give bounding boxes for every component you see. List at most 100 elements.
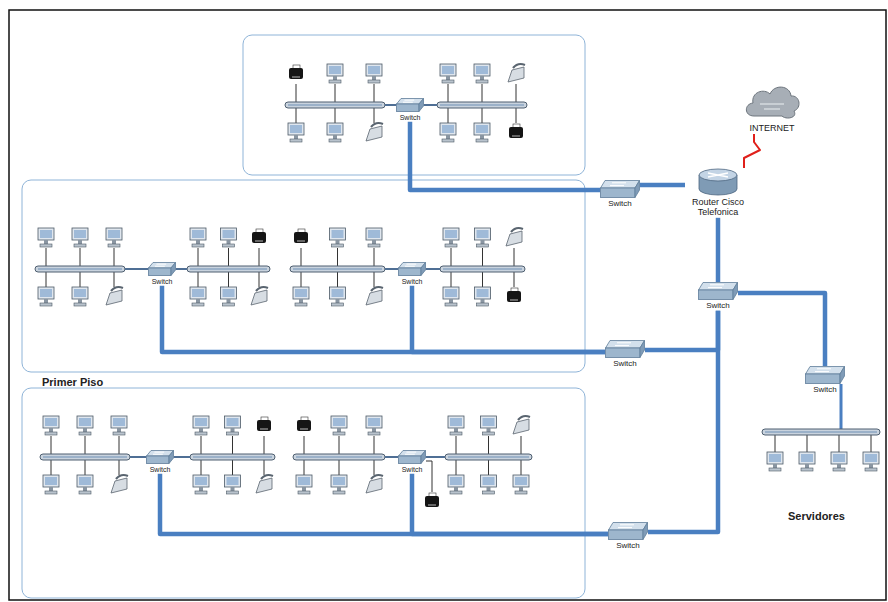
hub-bar-line xyxy=(296,456,382,457)
printer-slot xyxy=(428,504,436,506)
printer-icon xyxy=(509,127,523,138)
switch-top xyxy=(699,283,738,291)
node-label: Switch xyxy=(400,114,421,122)
switch-top xyxy=(606,341,645,349)
pc-stand xyxy=(199,487,203,491)
pc-screen xyxy=(192,289,204,297)
pc-screen xyxy=(445,289,457,297)
pc-base xyxy=(445,244,457,247)
pc-screen xyxy=(833,454,845,462)
pc-base xyxy=(192,244,204,247)
pc-base xyxy=(445,303,457,306)
switch-side xyxy=(421,451,426,464)
printer-icon xyxy=(425,496,439,507)
drop-line xyxy=(871,435,872,452)
pc-screen xyxy=(113,418,125,426)
pc-stand xyxy=(805,464,809,468)
pc-screen xyxy=(195,477,207,485)
pc-base xyxy=(329,80,341,83)
pc-screen xyxy=(227,418,239,426)
drop-line xyxy=(339,460,340,475)
drop-line xyxy=(337,272,338,287)
pc-screen xyxy=(192,230,204,238)
pc-screen xyxy=(476,66,488,74)
pc-stand xyxy=(294,135,298,139)
pc-stand xyxy=(337,487,341,491)
drop-line xyxy=(426,461,432,492)
wan-link xyxy=(744,134,760,168)
pc-icon xyxy=(193,416,209,428)
pc-stand xyxy=(481,299,485,303)
drop-line xyxy=(80,248,81,266)
pc-icon xyxy=(72,287,88,299)
switch-arrows xyxy=(403,100,414,102)
drop-line xyxy=(201,436,202,454)
pc-screen xyxy=(329,66,341,74)
phone-handset xyxy=(511,228,523,232)
pc-base xyxy=(298,491,310,494)
phone-icon xyxy=(366,126,382,141)
pc-screen xyxy=(450,418,462,426)
phone-icon xyxy=(508,67,524,82)
pc-icon xyxy=(38,287,54,299)
cloud-icon xyxy=(742,82,802,122)
switch-front xyxy=(601,188,636,198)
pc-stand xyxy=(49,487,53,491)
drop-line xyxy=(482,84,483,102)
phone-icon xyxy=(106,290,122,305)
network-cable xyxy=(640,183,685,188)
switch-side xyxy=(733,283,738,300)
pc-screen xyxy=(368,66,380,74)
drop-line xyxy=(516,84,517,102)
sw-icon xyxy=(608,522,648,540)
printer-slot xyxy=(255,240,263,242)
drop-line xyxy=(335,84,336,102)
switch-front xyxy=(609,530,644,540)
drop-line xyxy=(46,272,47,287)
node-label: Switch xyxy=(706,302,730,311)
pc-screen xyxy=(223,230,235,238)
phone-handset xyxy=(116,475,128,479)
printer-icon xyxy=(252,232,266,243)
printer-slot xyxy=(260,428,268,430)
sw-icon xyxy=(396,98,424,112)
hub-link xyxy=(426,456,445,458)
hub-bar-line xyxy=(293,268,382,269)
drop-line xyxy=(374,272,375,287)
hub-bar xyxy=(40,454,130,460)
drop-line xyxy=(488,436,489,454)
hub-bar xyxy=(762,429,880,435)
switch-front xyxy=(699,290,734,300)
pc-stand xyxy=(454,487,458,491)
drop-line xyxy=(456,460,457,475)
device-group xyxy=(35,64,880,507)
cloud-lines xyxy=(760,104,784,109)
pc-icon xyxy=(443,228,459,240)
phone-handset xyxy=(261,475,273,479)
hub-link xyxy=(385,456,398,458)
pc-base xyxy=(45,491,57,494)
pc-icon xyxy=(863,452,879,464)
switch-arrows xyxy=(155,264,166,266)
pc-icon xyxy=(190,287,206,299)
switch-front xyxy=(147,456,170,464)
pc-screen xyxy=(223,289,235,297)
switch-arrows xyxy=(815,369,831,372)
pc-base xyxy=(865,468,877,471)
node-label: Switch xyxy=(613,360,637,369)
node-label: Router Cisco Telefonica xyxy=(685,198,751,218)
switch-side xyxy=(643,523,648,540)
drop-line xyxy=(839,435,840,452)
hub-link xyxy=(176,268,187,270)
pc-stand xyxy=(372,76,376,80)
pc-icon xyxy=(440,64,456,76)
pc-screen xyxy=(769,454,781,462)
pc-base xyxy=(79,432,91,435)
pc-base xyxy=(476,80,488,83)
pc-screen xyxy=(108,230,120,238)
pc-icon xyxy=(366,416,382,428)
hub-link xyxy=(174,456,190,458)
pc-icon xyxy=(296,475,312,487)
pc-icon xyxy=(221,287,237,299)
hub-link xyxy=(385,104,396,106)
